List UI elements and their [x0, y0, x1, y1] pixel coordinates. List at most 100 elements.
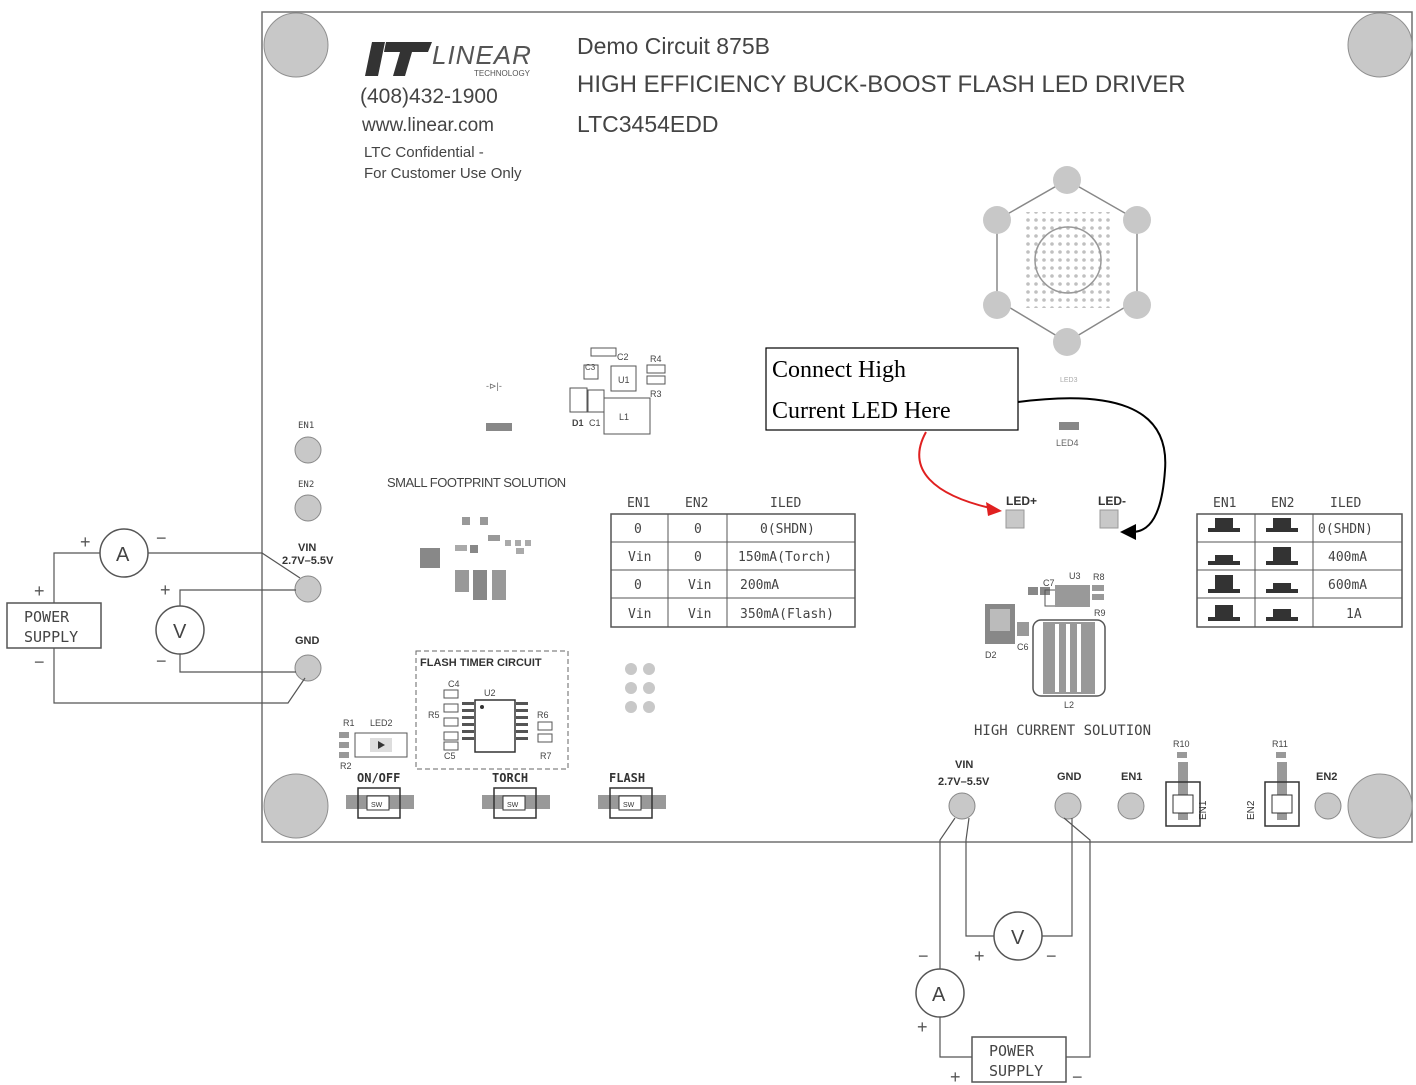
small-row2-en2: 0: [694, 550, 702, 565]
en2-switch[interactable]: R11 EN2: [1246, 739, 1300, 827]
label-d2: D2: [985, 650, 997, 660]
callout-box: Connect High Current LED Here: [765, 347, 1019, 431]
small-table-header-iled: ILED: [770, 496, 801, 511]
label-r6: R6: [537, 710, 549, 720]
high-solution-table: EN1 EN2 ILED 0(SHDN) 400mA 600mA 1A: [1196, 496, 1403, 628]
svg-text:-⊳|-: -⊳|-: [486, 381, 502, 391]
led2-area: R1 LED2 R2: [339, 718, 408, 771]
voltmeter-bottom-label: V: [1011, 927, 1025, 949]
ammeter-left-label: A: [116, 544, 130, 566]
small-row4-en1: Vin: [628, 607, 651, 622]
label-c7: C7: [1043, 578, 1055, 588]
flash-timer-title: FLASH TIMER CIRCUIT: [420, 657, 542, 669]
torch-sw: SW: [507, 802, 519, 809]
on-off-label: ON/OFF: [357, 771, 400, 785]
high-current-title: HIGH CURRENT SOLUTION: [974, 723, 1151, 739]
power-supply-left: [6, 602, 102, 649]
label-c5: C5: [444, 751, 456, 761]
vin-pad-left[interactable]: [294, 575, 322, 603]
label-r2: R2: [340, 761, 352, 771]
small-row3-iled: 200mA: [740, 578, 779, 593]
en2-pad-left[interactable]: [294, 494, 322, 522]
power-supply-bottom-line2: SUPPLY: [989, 1062, 1043, 1080]
high-table-header-en1: EN1: [1213, 496, 1236, 511]
vin-pad-right[interactable]: [948, 792, 976, 820]
label-l1: L1: [619, 412, 629, 422]
label-r9: R9: [1094, 608, 1106, 618]
en2-label-left: EN2: [298, 480, 314, 490]
high-table-header-iled: ILED: [1330, 496, 1361, 511]
torch-button[interactable]: TORCH SW: [482, 771, 550, 819]
label-r8: R8: [1093, 572, 1105, 582]
label-c1: C1: [589, 418, 601, 428]
led3-footprint: LED3: [983, 166, 1151, 384]
vin-label-left: VIN: [298, 542, 316, 554]
en1-switch[interactable]: R10 EN1: [1165, 739, 1209, 827]
gnd-pad-left[interactable]: [294, 654, 322, 682]
linear-logo: LINEAR TECHNOLOGY: [365, 40, 532, 78]
supply-bottom-plus: +: [950, 1067, 961, 1085]
small-row3-en1: 0: [634, 578, 642, 593]
label-c6: C6: [1017, 642, 1029, 652]
label-r5: R5: [428, 710, 440, 720]
small-row4-en2: Vin: [688, 607, 711, 622]
bottom-test-setup: V A POWER SUPPLY − + + − + −: [915, 817, 1091, 1085]
red-arrowhead: [986, 502, 1002, 516]
led-minus-pad[interactable]: [1099, 509, 1119, 529]
gnd-pad-right[interactable]: [1054, 792, 1082, 820]
label-c2: C2: [617, 352, 629, 362]
label-r4: R4: [650, 354, 662, 364]
flash-button[interactable]: FLASH SW: [598, 771, 666, 819]
gnd-label-right: GND: [1057, 771, 1082, 783]
led4-label: LED4: [1056, 438, 1079, 448]
en2-label-right: EN2: [1316, 771, 1337, 783]
high-row2-iled: 400mA: [1328, 550, 1367, 565]
label-r10: R10: [1173, 739, 1190, 749]
black-arrowhead: [1120, 524, 1136, 540]
small-row1-en1: 0: [634, 522, 642, 537]
on-off-sw: SW: [371, 802, 383, 809]
power-supply-left-line1: POWER: [24, 608, 70, 626]
high-row4-iled: 1A: [1346, 607, 1362, 622]
logo-text: LINEAR: [432, 40, 532, 70]
vin-label-right: VIN: [955, 759, 973, 771]
label-r7: R7: [540, 751, 552, 761]
black-arrow: [1017, 397, 1167, 533]
small-table-header-en2: EN2: [685, 496, 708, 511]
mounting-hole-top-left: [263, 12, 329, 78]
en1-pad-left[interactable]: [294, 436, 322, 464]
small-footprint-layout: [420, 517, 531, 600]
label-r1: R1: [343, 718, 355, 728]
voltmeter-left: [155, 605, 205, 655]
small-table-header-en1: EN1: [627, 496, 650, 511]
led-minus-label: LED-: [1098, 494, 1126, 508]
label-d1: D1: [572, 418, 584, 428]
power-supply-left-line2: SUPPLY: [24, 628, 78, 646]
small-footprint-components: -⊳|- C2 R4 C3 U1 R3 D1 C1 L1: [486, 347, 666, 435]
company-web: www.linear.com: [361, 115, 494, 136]
red-arrow: [918, 431, 991, 509]
label-c4: C4: [448, 679, 460, 689]
ammeter-left: [99, 528, 149, 578]
vin-range-right: 2.7V–5.5V: [938, 776, 990, 788]
voltmeter-bottom-plus: +: [974, 946, 985, 966]
ammeter-left-minus: −: [156, 528, 167, 548]
led-plus-label: LED+: [1006, 494, 1037, 508]
label-l2: L2: [1064, 700, 1074, 710]
small-footprint-title: SMALL FOOTPRINT SOLUTION: [387, 475, 566, 490]
led3-label: LED3: [1060, 377, 1078, 384]
power-supply-bottom-line1: POWER: [989, 1042, 1035, 1060]
part-number: LTC3454EDD: [577, 111, 718, 137]
en2-switch-label: EN2: [1246, 800, 1257, 820]
small-row4-iled: 350mA(Flash): [740, 607, 834, 622]
label-r11: R11: [1272, 739, 1288, 749]
en2-pad-right[interactable]: [1314, 792, 1342, 820]
en1-pad-right[interactable]: [1117, 792, 1145, 820]
label-c3: C3: [585, 363, 596, 372]
ammeter-left-plus: +: [80, 532, 91, 552]
high-table-header-en2: EN2: [1271, 496, 1294, 511]
mounting-hole-top-right: [1347, 12, 1413, 78]
led-plus-pad[interactable]: [1005, 509, 1025, 529]
on-off-button[interactable]: ON/OFF SW: [346, 771, 414, 819]
